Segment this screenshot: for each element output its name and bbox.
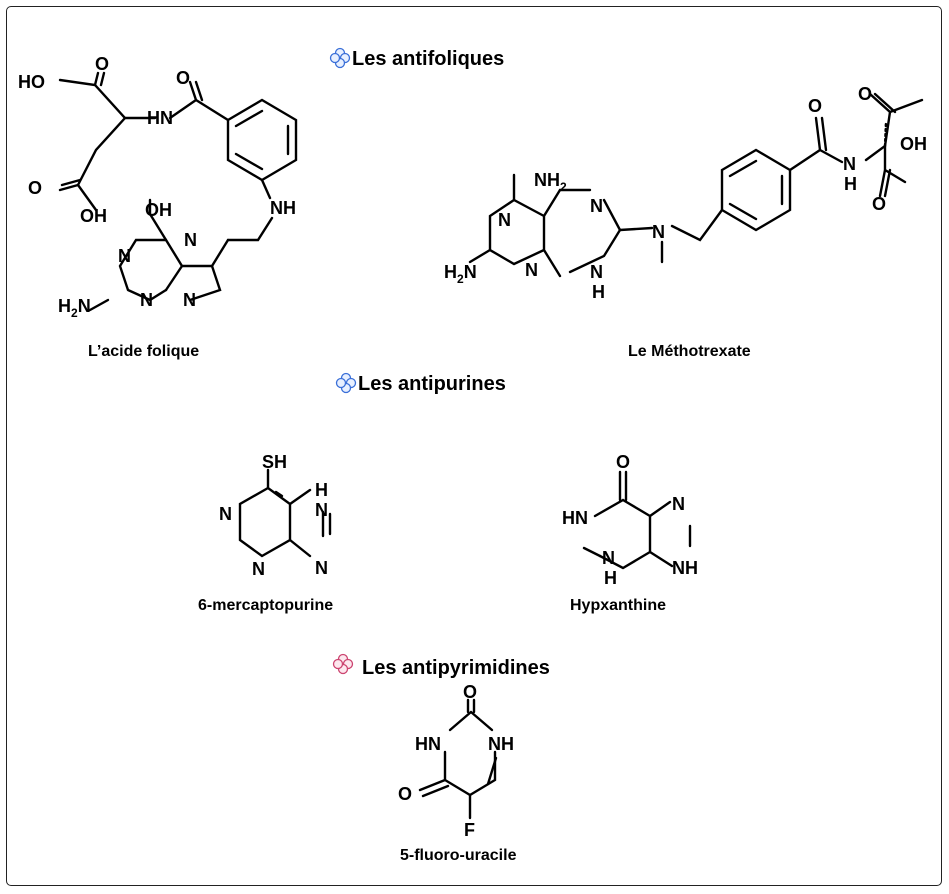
atom-label: NH — [672, 558, 698, 578]
atom-label: N — [672, 494, 685, 514]
atom-label: N — [843, 154, 856, 174]
methotrexate-structure — [468, 92, 924, 278]
atom-label: H — [604, 568, 617, 588]
atom-label: O — [95, 54, 109, 74]
atom-label: HN — [562, 508, 588, 528]
atom-label: O — [28, 178, 42, 198]
atom-label: N — [498, 210, 511, 230]
atom-label: HO — [18, 72, 45, 92]
atom-label: O — [463, 682, 477, 702]
atom-label: H — [844, 174, 857, 194]
atom-label: OH — [145, 200, 172, 220]
mercaptopurine-structure — [238, 468, 332, 558]
atom-label: H — [592, 282, 605, 302]
atom-label: N — [118, 246, 131, 266]
figure-frame — [6, 6, 942, 886]
compound-name-mercaptopurine: 6-mercaptopurine — [198, 597, 333, 614]
atom-label: F — [464, 820, 475, 840]
folic-acid-structure — [58, 71, 298, 312]
compound-name-folic-acid: L’acide folique — [88, 343, 199, 360]
section-title-antipurines: Les antipurines — [358, 373, 506, 395]
atom-label: N — [183, 290, 196, 310]
atom-label: N — [590, 196, 603, 216]
atom-label: H — [315, 480, 328, 500]
compound-name-hypoxanthine: Hypxanthine — [570, 597, 666, 614]
hypoxanthine-structure — [582, 470, 692, 570]
atom-label: N — [315, 500, 328, 520]
atom-label: O — [176, 68, 190, 88]
atom-label: HN — [415, 734, 441, 754]
atom-label: H2N — [444, 262, 477, 286]
fluorouracil-structure — [418, 698, 498, 820]
atom-label: N — [140, 290, 153, 310]
flower-bullet-icon — [332, 653, 354, 675]
flower-bullet-icon — [329, 47, 351, 69]
section-title-antipyrimidines: Les antipyrimidines — [362, 657, 550, 679]
atom-label: SH — [262, 452, 287, 472]
atom-label: N — [315, 558, 328, 578]
atom-label: N — [602, 548, 615, 568]
atom-label: NH2 — [534, 170, 567, 194]
atom-label: OH — [80, 206, 107, 226]
atom-label: HN — [147, 108, 173, 128]
compound-name-methotrexate: Le Méthotrexate — [628, 343, 751, 360]
atom-label: N — [252, 559, 265, 579]
atom-label: N — [590, 262, 603, 282]
atom-label: N — [652, 222, 665, 242]
atom-label: OH — [900, 134, 927, 154]
atom-label: NH — [270, 198, 296, 218]
atom-label: O — [398, 784, 412, 804]
flower-bullet-icon — [335, 372, 357, 394]
atom-label: N — [525, 260, 538, 280]
atom-label: O — [808, 96, 822, 116]
section-title-antifoliques: Les antifoliques — [352, 48, 504, 70]
atom-label: O — [872, 194, 886, 214]
atom-label: O — [616, 452, 630, 472]
atom-label: NH — [488, 734, 514, 754]
atom-label: N — [219, 504, 232, 524]
compound-name-fluorouracil: 5-fluoro-uracile — [400, 847, 517, 864]
atom-label: O — [858, 84, 872, 104]
atom-label: H2N — [58, 296, 91, 320]
atom-label: N — [184, 230, 197, 250]
